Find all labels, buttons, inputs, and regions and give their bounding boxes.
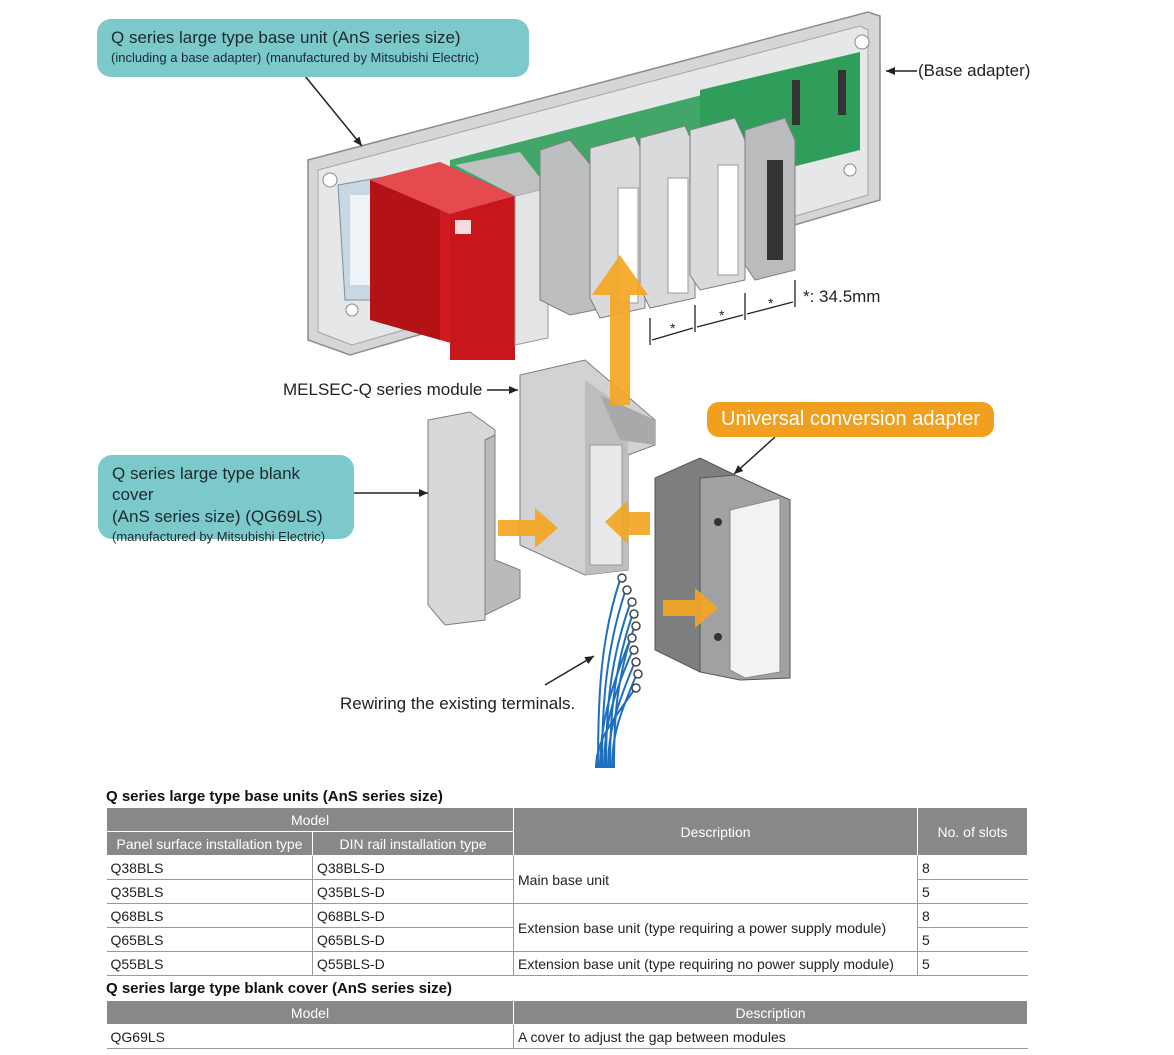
cell-din: Q38BLS-D: [312, 855, 515, 880]
pitch-label: *: 34.5mm: [803, 287, 881, 306]
header-slots: No. of slots: [917, 807, 1029, 856]
blank-cover-callout-line1: Q series large type blank cover: [112, 464, 301, 505]
cell-panel: Q55BLS: [106, 951, 313, 976]
cell-slots: 5: [917, 927, 1028, 952]
header-description: Description: [513, 1000, 1028, 1025]
header-description: Description: [513, 807, 919, 856]
terminal-wires: [595, 579, 637, 769]
universal-adapter-illustration: [654, 457, 791, 681]
blank-cover-callout-line2: (AnS series size) (QG69LS): [112, 506, 323, 526]
wire-terminals: [617, 573, 643, 693]
base-unit-callout-line3: (manufactured by Mitsubishi Electric): [265, 50, 479, 66]
base-units-table: Model Description No. of slots Panel sur…: [105, 807, 1029, 976]
base-adapter-label: (Base adapter): [918, 61, 1031, 80]
cell-description: Extension base unit (type requiring a po…: [513, 903, 919, 952]
cpu-module: [370, 162, 515, 360]
table-row: Q65BLS Q65BLS-D 5: [106, 927, 1028, 952]
cell-din: Q55BLS-D: [312, 951, 515, 976]
blank-cover-illustration: [427, 411, 521, 626]
cell-slots: 5: [917, 879, 1028, 904]
blank-cover-table-title: Q series large type blank cover (AnS ser…: [106, 980, 452, 997]
cell-panel: Q35BLS: [106, 879, 313, 904]
header-model: Model: [106, 1000, 514, 1025]
base-units-table-title: Q series large type base units (AnS seri…: [106, 788, 443, 805]
cell-din: Q65BLS-D: [312, 927, 515, 952]
melsec-module-label: MELSEC-Q series module: [283, 380, 483, 399]
table-row: Q68BLS Q68BLS-D Extension base unit (typ…: [106, 903, 1028, 952]
cell-din: Q35BLS-D: [312, 879, 515, 904]
pitch-star-1: *: [670, 320, 676, 336]
pitch-star-3: *: [768, 295, 774, 311]
product-diagram: * * *: [304, 11, 917, 769]
cell-description: Extension base unit (type requiring no p…: [513, 951, 919, 976]
header-din: DIN rail installation type: [311, 831, 515, 856]
base-unit-callout: Q series large type base unit (AnS serie…: [97, 19, 529, 77]
cell-panel: Q38BLS: [106, 855, 313, 880]
rewiring-label: Rewiring the existing terminals.: [340, 694, 576, 713]
table-row: QG69LS A cover to adjust the gap between…: [106, 1024, 1028, 1049]
cell-slots: 8: [917, 855, 1028, 880]
universal-adapter-callout: Universal conversion adapter: [707, 402, 995, 437]
leader-lines: [304, 67, 917, 686]
cell-slots: 8: [917, 903, 1028, 928]
cell-slots: 5: [917, 951, 1028, 976]
table-row: Q38BLS Q38BLS-D Main base unit 8: [106, 855, 1028, 904]
cell-din: Q68BLS-D: [312, 903, 515, 928]
orange-flow-arrows: [498, 255, 718, 628]
cell-model: QG69LS: [106, 1024, 514, 1049]
cell-panel: Q68BLS: [106, 903, 313, 928]
base-unit-callout-line2: (including a base adapter): [111, 50, 262, 66]
table-row: Q35BLS Q35BLS-D 5: [106, 879, 1028, 904]
cell-panel: Q65BLS: [106, 927, 313, 952]
cell-description: Main base unit: [513, 855, 919, 904]
header-model: Model: [105, 807, 515, 832]
blank-cover-callout-line3: (manufactured by Mitsubishi Electric): [112, 528, 326, 544]
pitch-dimension-lines: [649, 280, 796, 345]
header-panel: Panel surface installation type: [106, 831, 313, 856]
cell-description: A cover to adjust the gap between module…: [513, 1024, 1028, 1049]
pitch-star-2: *: [719, 307, 725, 323]
base-unit-callout-line1: Q series large type base unit (AnS serie…: [111, 28, 461, 47]
blank-cover-callout: Q series large type blank cover (AnS ser…: [98, 455, 354, 544]
table-row: Q55BLS Q55BLS-D Extension base unit (typ…: [106, 951, 1028, 976]
blank-cover-table: Model Description QG69LS A cover to adju…: [106, 1000, 1028, 1049]
